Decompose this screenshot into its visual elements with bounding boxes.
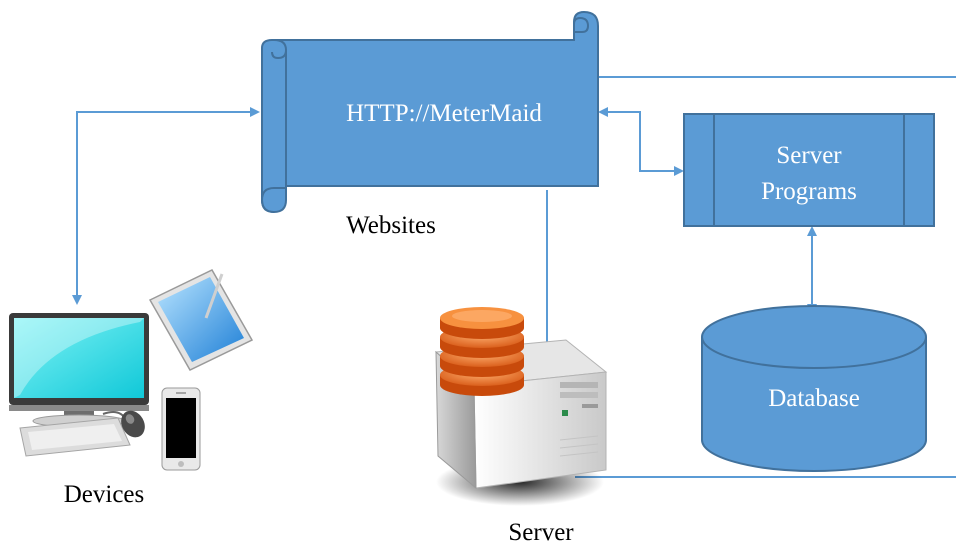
monitor-icon — [9, 313, 149, 428]
database-cylinder-top — [701, 305, 927, 369]
server-programs-node: Server Programs — [683, 113, 935, 227]
devices-group — [9, 269, 254, 471]
website-url-text: HTTP://MeterMaid — [346, 100, 542, 127]
phone-icon — [161, 387, 201, 471]
scroll-left-curl — [271, 39, 288, 60]
database-cylinder-body — [701, 337, 927, 472]
tablet-icon — [148, 269, 254, 371]
database-label: Database — [768, 385, 860, 412]
keyboard-icon — [19, 417, 131, 457]
connector-devices-website — [72, 107, 260, 305]
server-programs-box — [683, 113, 935, 227]
server-label: Server — [508, 519, 574, 546]
database-stack-icon — [440, 307, 524, 396]
devices-label: Devices — [64, 481, 145, 508]
server-programs-line-2: Programs — [761, 178, 857, 205]
mouse-icon — [102, 410, 145, 438]
connector-website-server-programs — [598, 107, 684, 176]
scroll-shape — [261, 10, 599, 214]
database-node: Database — [701, 305, 927, 472]
connectors — [72, 76, 956, 478]
website-scroll-node: HTTP://MeterMaid — [260, 10, 599, 214]
websites-label: Websites — [346, 212, 436, 239]
scroll-bottom-curl — [260, 187, 286, 213]
server-node — [434, 307, 608, 506]
server-programs-line-1: Server — [776, 142, 842, 169]
scroll-right-curl — [573, 16, 590, 33]
